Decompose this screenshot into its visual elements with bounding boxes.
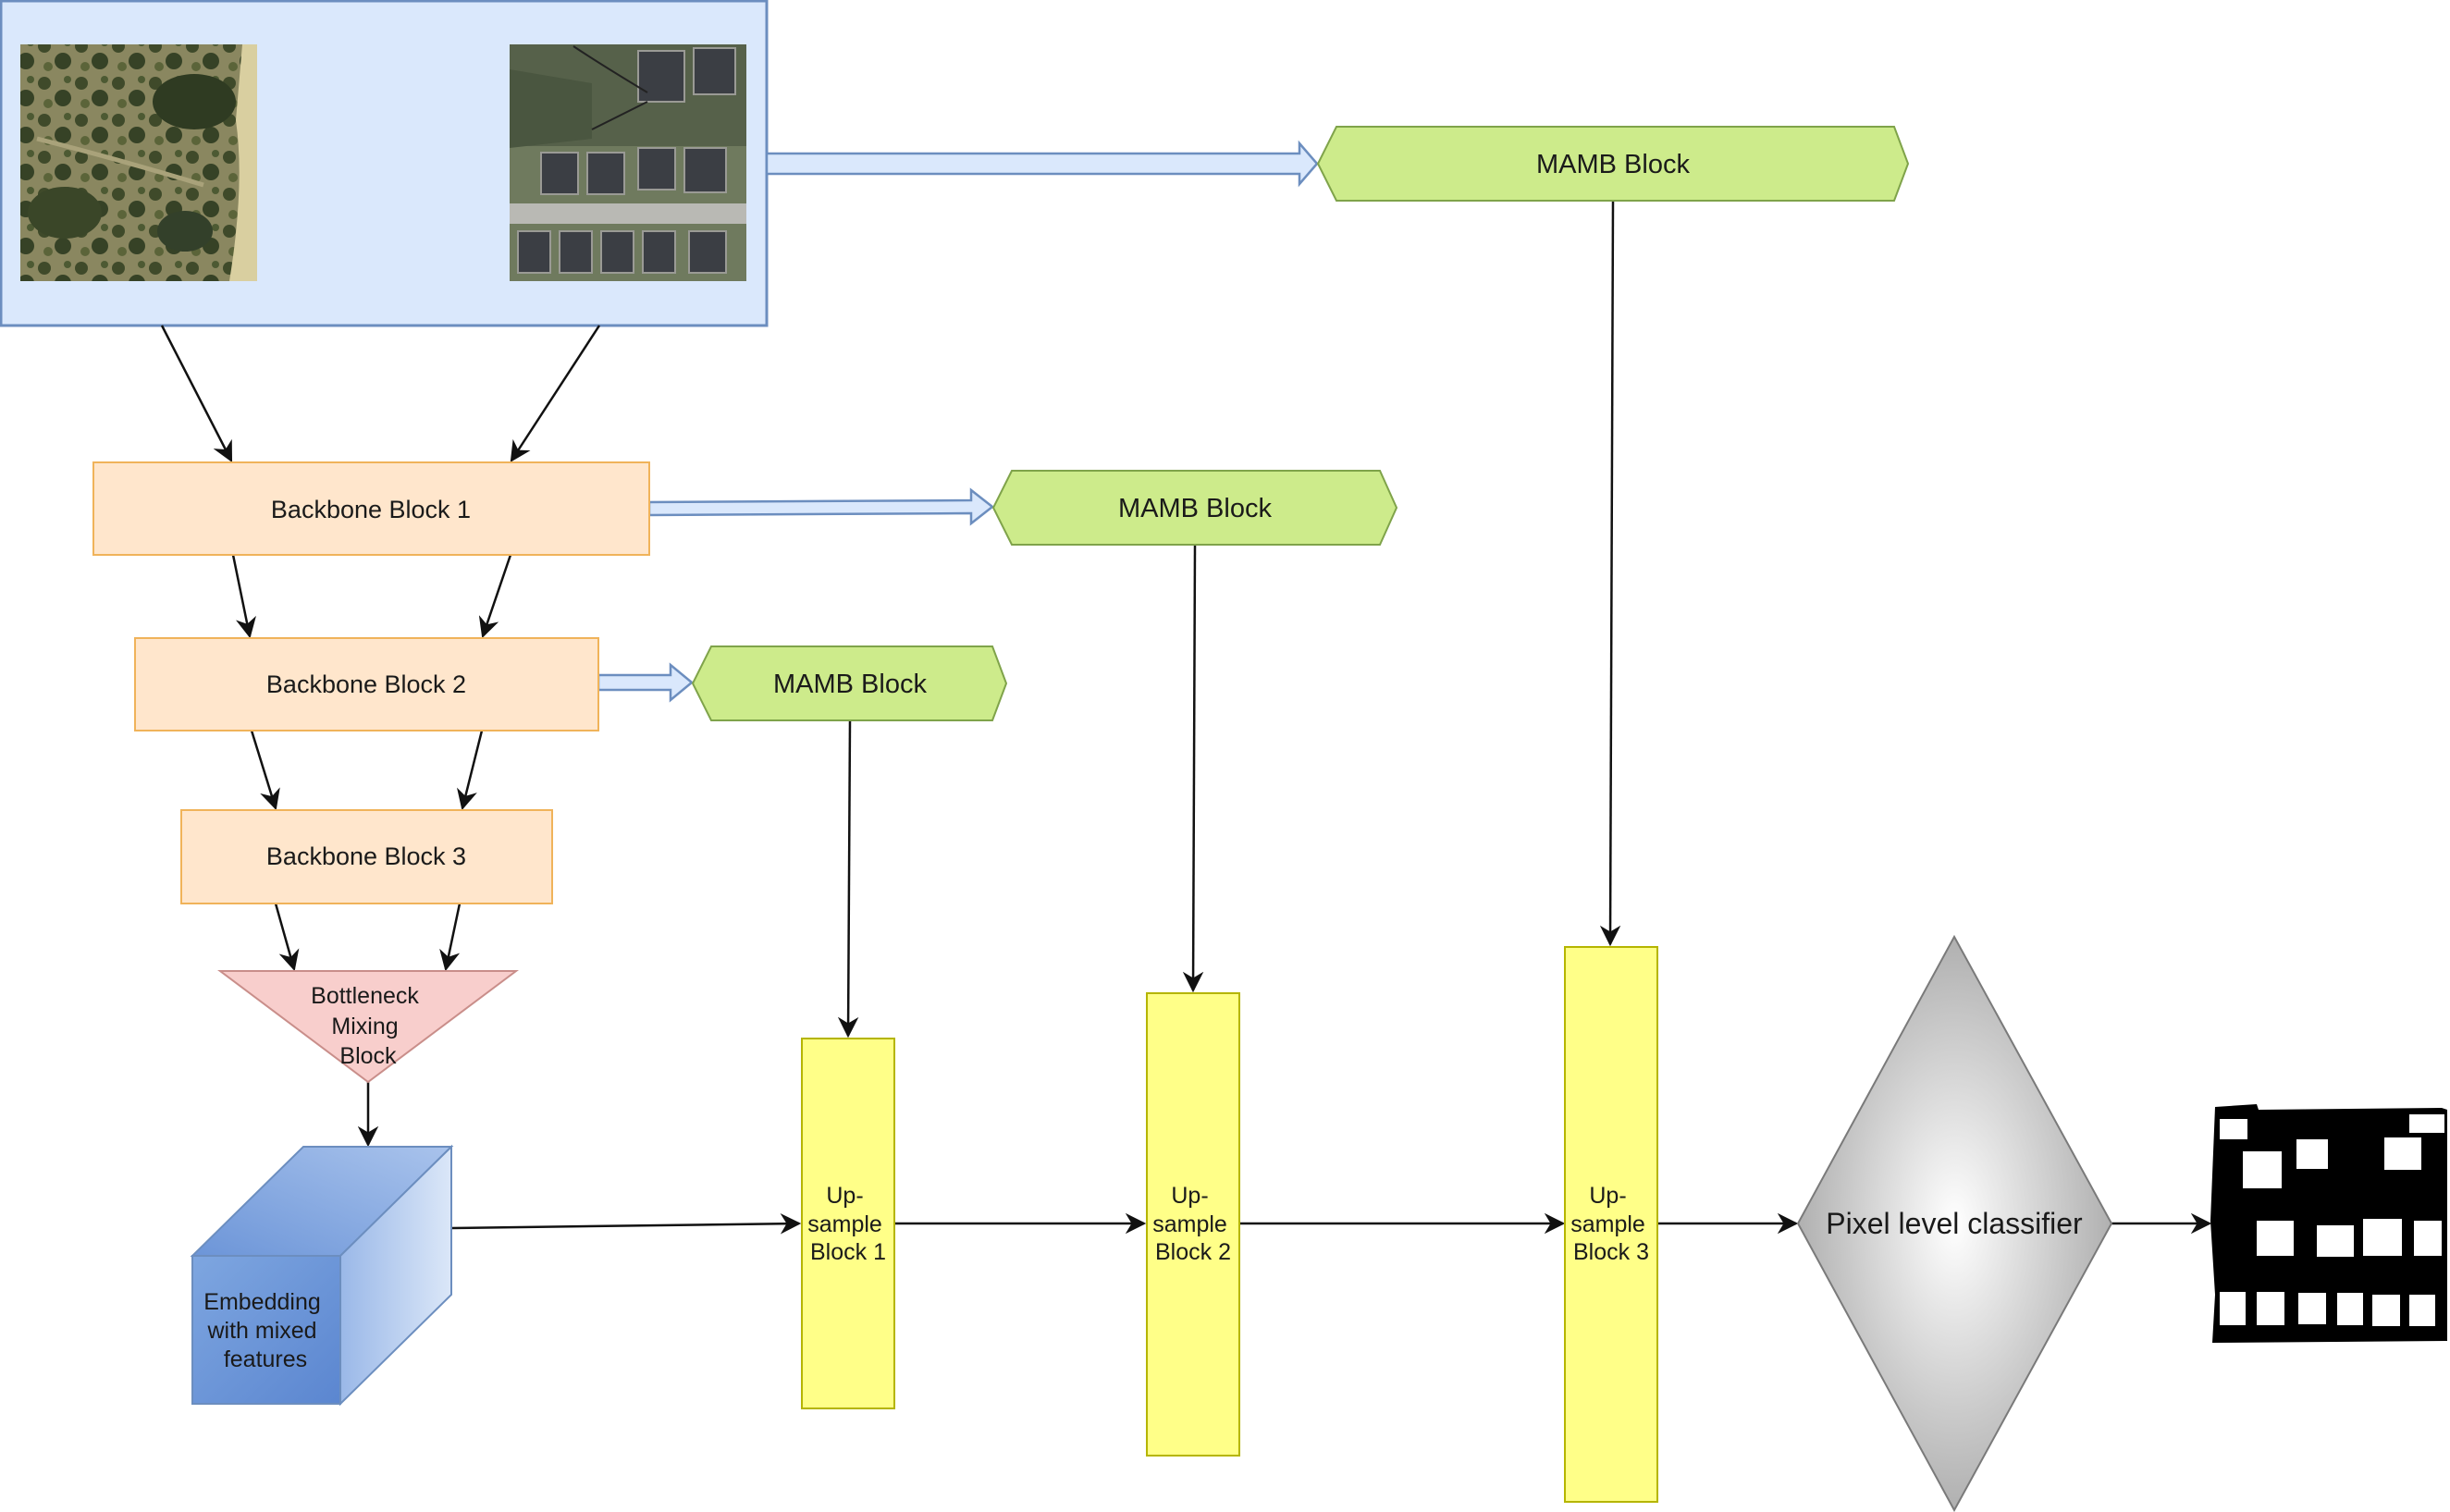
svg-text:Embedding with mixed: Embedding with mixed features — [203, 1289, 326, 1372]
upsample-block-1: Up- sample Block 1 — [801, 1038, 895, 1409]
arrow-embedding-upsample1 — [450, 1213, 802, 1235]
aerial-image-vegetation — [20, 44, 257, 281]
svg-text:Bottleneck Mixing: Bottleneck Mixing Block — [311, 983, 425, 1069]
arrow-input-backbone1-left — [160, 325, 233, 463]
upsample1-label-line2: sample — [807, 1211, 882, 1237]
arrow-bb3-bottleneck-right — [439, 903, 462, 972]
mamb-block-low-label: MAMB Block — [773, 670, 927, 699]
upsample1-label-line1: Up- — [826, 1183, 863, 1209]
bottleneck-label-line1: Bottleneck — [311, 983, 419, 1009]
upsample-block-3: Up- sample Block 3 — [1564, 946, 1658, 1503]
arrow-bb2-bb3-right — [456, 730, 484, 811]
arrow-bb1-bb2-left — [231, 554, 256, 639]
backbone-block-2-label: Backbone Block 2 — [266, 670, 466, 698]
backbone-block-3-label: Backbone Block 3 — [266, 842, 466, 870]
upsample3-label-line3: Block 3 — [1573, 1239, 1649, 1265]
classifier-label: Pixel level classifier — [1826, 1207, 2083, 1240]
skip-arrow-bb1-mamb — [647, 487, 995, 526]
bottleneck-label-line2: Mixing — [331, 1014, 398, 1039]
upsample1-label-line3: Block 1 — [810, 1239, 886, 1265]
embedding-label-line2: with mixed — [206, 1318, 316, 1344]
backbone-block-2: Backbone Block 2 — [134, 637, 599, 731]
upsample2-label-line3: Block 2 — [1155, 1239, 1231, 1265]
mamb-block-top: MAMB Block — [1316, 126, 1910, 202]
mamb-block-mid-label: MAMB Block — [1118, 494, 1272, 523]
embedding-cube: Embedding with mixed features — [190, 1144, 454, 1407]
skip-arrow-bb2-mamb — [597, 662, 694, 703]
binary-segmentation-mask — [2210, 1104, 2447, 1343]
aerial-image-houses — [510, 44, 746, 281]
upsample3-label-line2: sample — [1570, 1211, 1645, 1237]
upsample2-label-line1: Up- — [1171, 1183, 1208, 1209]
connectors — [160, 200, 2212, 1235]
arrow-mamb-upsample1 — [837, 719, 859, 1039]
svg-text:Up- sample Block 2: Up- sample Block 2 — [1152, 1183, 1234, 1265]
backbone-block-3: Backbone Block 3 — [180, 809, 553, 904]
skip-arrows — [597, 140, 1319, 703]
arrow-mamb-upsample2 — [1182, 544, 1204, 993]
bottleneck-mixing-block: Bottleneck Mixing Block — [217, 970, 519, 1084]
arrow-input-backbone1-right — [510, 325, 601, 462]
backbone-block-1: Backbone Block 1 — [92, 461, 650, 556]
input-panel — [0, 0, 769, 327]
upsample2-label-line2: sample — [1152, 1211, 1227, 1237]
svg-text:Up- sample Block 1: Up- sample Block 1 — [807, 1183, 889, 1265]
upsample3-label-line1: Up- — [1589, 1183, 1626, 1209]
arrow-bb2-bb3-left — [250, 730, 280, 811]
mamb-block-mid: MAMB Block — [991, 470, 1398, 546]
backbone-block-1-label: Backbone Block 1 — [271, 496, 471, 523]
skip-arrow-input-mamb — [765, 140, 1319, 188]
embedding-label-line3: features — [224, 1346, 307, 1372]
svg-text:Up- sample Block 3: Up- sample Block 3 — [1570, 1183, 1652, 1265]
bottleneck-label-line3: Block — [339, 1043, 397, 1069]
mamb-block-low: MAMB Block — [691, 645, 1008, 721]
upsample-block-2: Up- sample Block 2 — [1146, 992, 1240, 1457]
embedding-label-line1: Embedding — [203, 1289, 320, 1315]
arrow-bb1-bb2-right — [478, 554, 512, 639]
arrow-mamb-upsample3 — [1599, 200, 1621, 947]
arrow-bb3-bottleneck-left — [274, 903, 300, 972]
mamb-block-top-label: MAMB Block — [1536, 150, 1690, 179]
pixel-level-classifier: Pixel level classifier — [1796, 934, 2113, 1512]
